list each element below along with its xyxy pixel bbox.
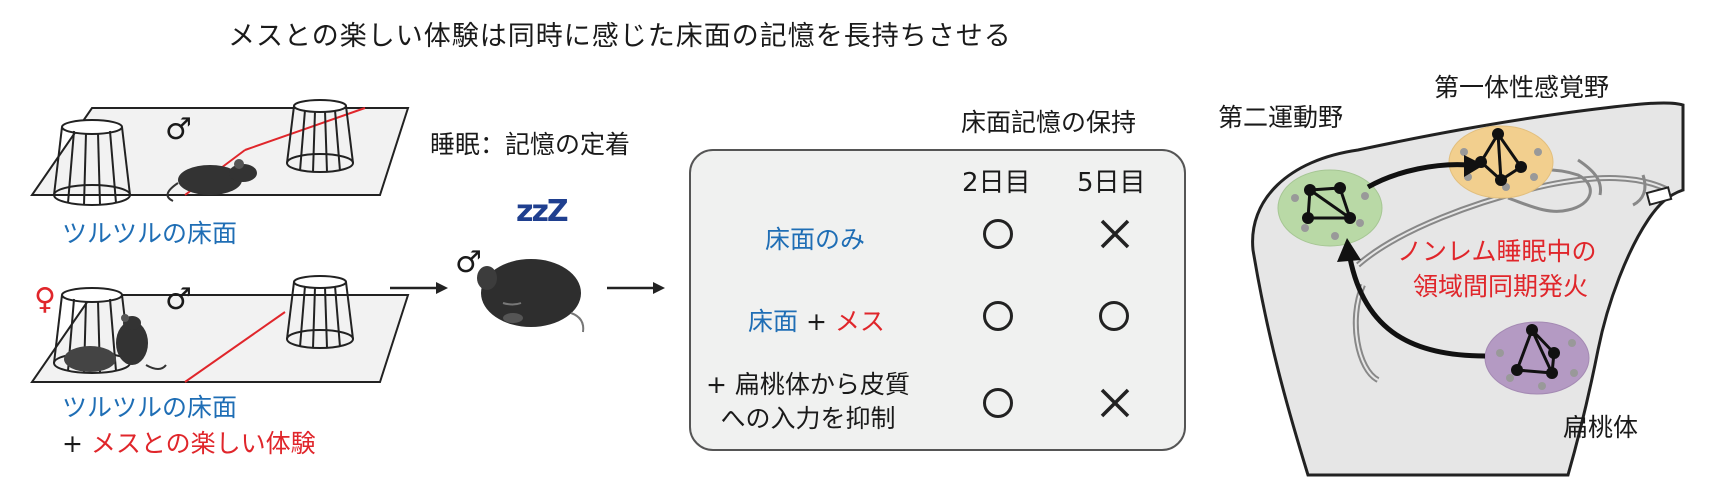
top-arena-label: ツルツルの床面 — [62, 219, 238, 248]
row2-day5-mark — [1099, 301, 1129, 331]
amygdala-network — [1484, 321, 1590, 395]
male-symbol: ♂ — [165, 112, 192, 147]
row3-line1: + 扁桃体から皮質 — [706, 370, 910, 399]
retention-panel — [689, 149, 1186, 451]
zzz-text: zzZ — [516, 194, 569, 229]
cup-top-right — [286, 99, 354, 173]
cross-mark-icon-2 — [1100, 388, 1130, 418]
row1-day2-mark — [983, 219, 1013, 249]
male-symbol-bottom: ♂ — [165, 282, 192, 317]
plus-sign: + — [62, 429, 83, 458]
plus-text: + — [798, 307, 835, 336]
mouse-icon — [166, 159, 257, 202]
arrow-right-icon-2 — [607, 282, 665, 294]
row-floor-female-label: 床面 + メス — [748, 302, 885, 338]
circle-mark-icon — [983, 388, 1013, 418]
arrow-right-icon — [390, 282, 448, 294]
nrem-line2: 領域間同期発火 — [1413, 272, 1589, 301]
cup-bottom-right — [286, 275, 354, 349]
circle-mark-icon — [1099, 301, 1129, 331]
column-day5: 5日目 — [1077, 168, 1146, 198]
sleep-male-symbol: ♂ — [455, 245, 482, 280]
amygdala-label: 扁桃体 — [1563, 413, 1639, 442]
page-title: メスとの楽しい体験は同時に感じた床面の記憶を長持ちさせる — [228, 21, 1012, 52]
cup-top-left — [53, 119, 131, 206]
row3-day2-mark — [983, 388, 1013, 418]
row-amygdala-suppress-label: + 扁桃体から皮質 への入力を抑制 — [706, 368, 910, 436]
m2-label: 第二運動野 — [1218, 103, 1344, 132]
row-floor-only-label: 床面のみ — [765, 225, 866, 254]
row2-day2-mark — [983, 301, 1013, 331]
female-experience-text: メスとの楽しい体験 — [90, 429, 316, 458]
circle-mark-icon — [983, 219, 1013, 249]
s1-network — [1448, 125, 1554, 199]
bottom-arena-sublabel: + メスとの楽しい体験 — [62, 424, 316, 460]
female-mouse-icon — [64, 314, 167, 372]
female-text: メス — [834, 307, 885, 336]
sleeping-mouse-icon — [477, 259, 585, 333]
bottom-arena-label: ツルツルの床面 — [62, 393, 238, 422]
amygdala-to-m2-arrow-icon — [1337, 238, 1486, 359]
retention-heading: 床面記憶の保持 — [961, 108, 1137, 137]
female-symbol: ♀ — [34, 282, 56, 317]
m2-to-s1-arrow-icon — [1366, 155, 1484, 190]
s1-label: 第一体性感覚野 — [1434, 73, 1610, 102]
sleep-label: 睡眠：記憶の定着 — [430, 130, 631, 159]
circle-mark-icon — [983, 301, 1013, 331]
nrem-line1: ノンレム睡眠中の — [1397, 237, 1597, 266]
cross-mark-icon — [1100, 219, 1130, 249]
floor-text: 床面 — [748, 307, 799, 336]
m2-network — [1277, 169, 1383, 247]
row3-line2: への入力を抑制 — [720, 404, 896, 433]
column-day2: 2日目 — [962, 168, 1031, 198]
